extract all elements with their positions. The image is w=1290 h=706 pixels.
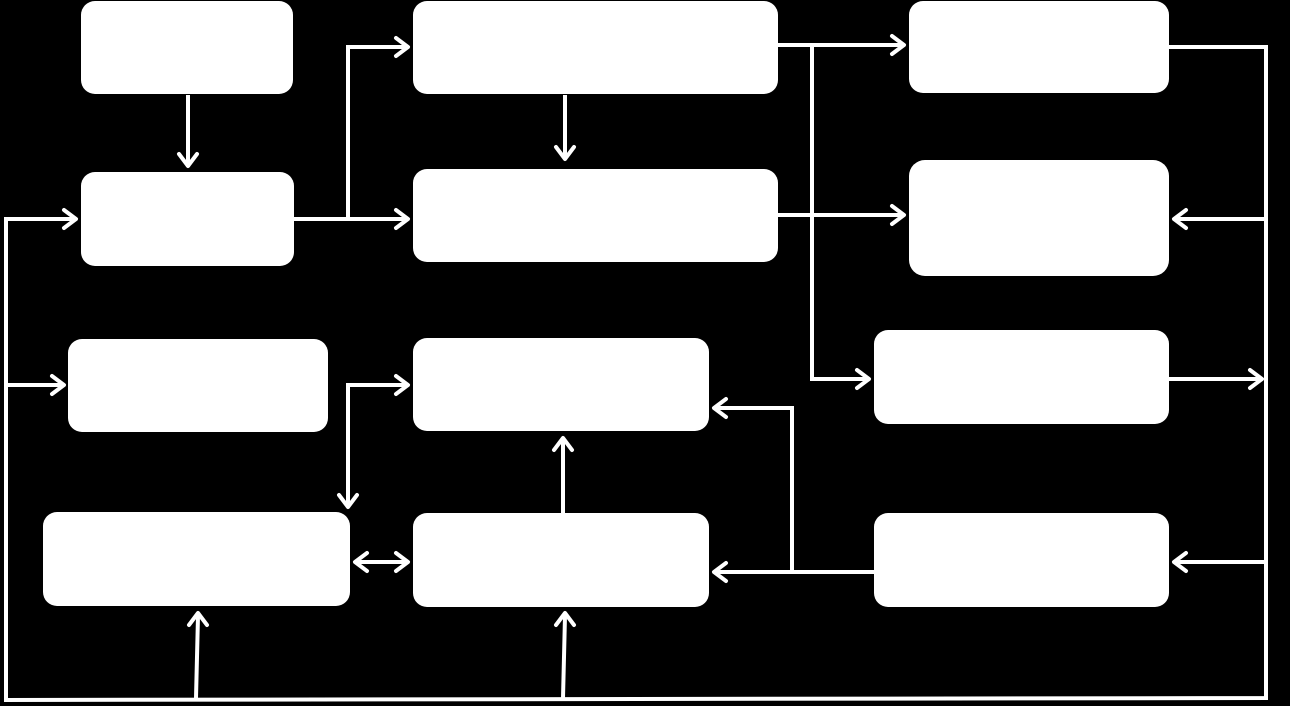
edge-n10-n12-arrowhead <box>712 561 728 583</box>
node-n4 <box>413 169 778 262</box>
node-n8 <box>68 339 328 432</box>
edge-n11-n12-arrowhead-left <box>353 551 369 573</box>
node-n7 <box>874 330 1169 424</box>
node-n11 <box>43 512 350 606</box>
edge-n2-n4-arrowhead <box>394 208 410 230</box>
edge-bus-n11-arrowhead <box>187 611 209 627</box>
node-n3 <box>413 1 778 94</box>
edge-n3-n7-trunk <box>810 43 868 381</box>
edge-bus-n6-arrowhead <box>1172 208 1188 230</box>
edge-n3-n5-arrowhead <box>890 34 906 56</box>
node-n2 <box>81 172 294 266</box>
edge-n3-n4-arrowhead <box>554 145 576 161</box>
node-n6 <box>909 160 1169 276</box>
edge-bus-n12-arrowhead <box>554 611 576 627</box>
node-n10 <box>874 513 1169 607</box>
edge-n9-n11-arrowhead-right <box>394 374 410 396</box>
edge-n5-bus <box>4 45 1268 703</box>
edge-n9-n11 <box>346 383 408 506</box>
edge-n12-n9-arrowhead <box>552 436 574 452</box>
edge-n2-n3-arrowhead <box>394 36 410 58</box>
edge-bus-n12 <box>560 613 568 701</box>
edge-bus-n8-arrowhead <box>50 374 66 396</box>
edge-n2-n3 <box>346 45 408 221</box>
edge-bus-n11 <box>193 613 201 701</box>
edge-n4-n6-arrowhead <box>890 204 906 226</box>
edge-bus-n2-arrowhead <box>62 208 78 230</box>
edge-n10-n9-arrowhead <box>712 397 728 419</box>
edge-bus-n10-arrowhead <box>1172 551 1188 573</box>
node-n12 <box>413 513 709 607</box>
edge-n11-n12-arrowhead-right <box>394 551 410 573</box>
node-n1 <box>81 1 293 94</box>
node-n9 <box>413 338 709 431</box>
edge-n10-n9 <box>715 406 794 574</box>
edge-n3-n7-arrowhead <box>855 368 871 390</box>
edge-n9-n11-arrowhead-down <box>337 493 359 509</box>
node-n5 <box>909 1 1169 93</box>
edge-n1-n2-arrowhead <box>177 152 199 168</box>
edge-n7-bus-arrowhead <box>1248 368 1264 390</box>
